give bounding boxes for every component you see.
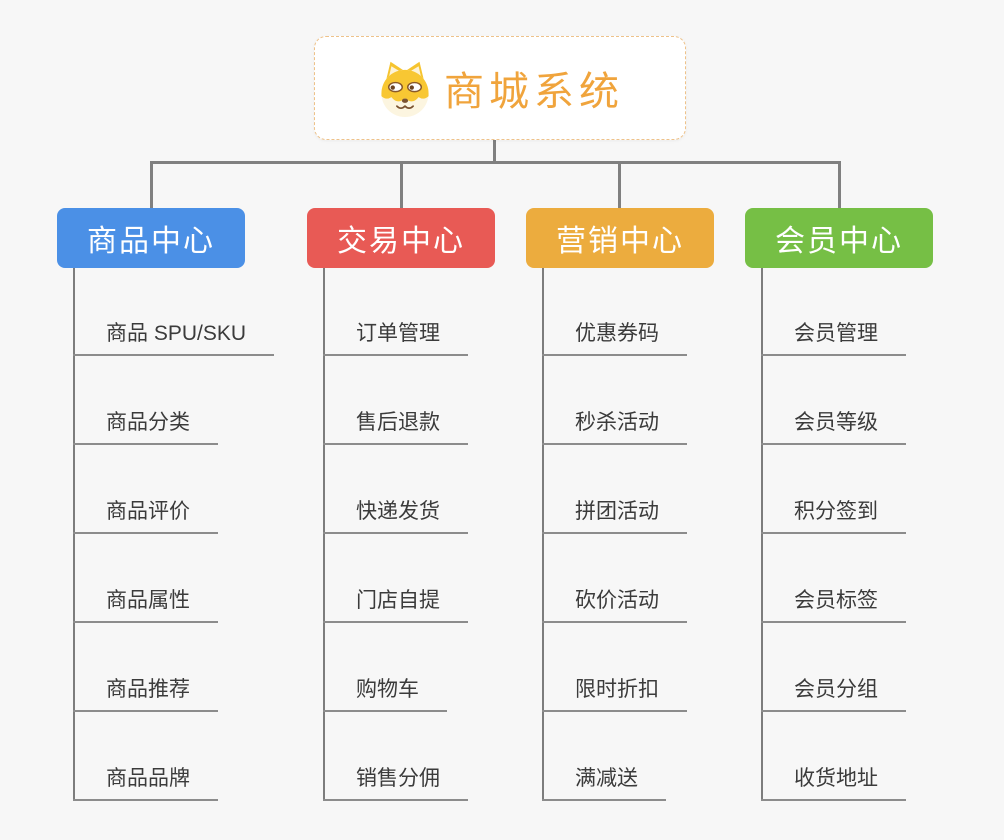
leaf-topic[interactable]: 商品 SPU/SKU [73, 321, 275, 356]
leaf-topic[interactable]: 会员标签 [761, 588, 906, 623]
connector-drop [618, 161, 621, 209]
connector-trunk [73, 268, 75, 801]
branch-trade-center: 交易中心 订单管理 售后退款 快递发货 门店自提 购物车 销售分佣 [307, 208, 495, 801]
leaf-topic[interactable]: 收货地址 [761, 766, 906, 801]
leaf-topic[interactable]: 门店自提 [323, 588, 468, 623]
leaf-topic[interactable]: 快递发货 [323, 499, 468, 534]
leaf-topic[interactable]: 会员分组 [761, 677, 906, 712]
leaf-topic[interactable]: 限时折扣 [542, 677, 687, 712]
branch-children: 商品 SPU/SKU 商品分类 商品评价 商品属性 商品推荐 商品品牌 [73, 321, 275, 801]
branch-member-center: 会员中心 会员管理 会员等级 积分签到 会员标签 会员分组 收货地址 [745, 208, 933, 801]
branch-topic[interactable]: 营销中心 [526, 208, 714, 268]
leaf-topic[interactable]: 秒杀活动 [542, 410, 687, 445]
branch-product-center: 商品中心 商品 SPU/SKU 商品分类 商品评价 商品属性 商品推荐 商品品牌 [57, 208, 275, 801]
leaf-topic[interactable]: 会员等级 [761, 410, 906, 445]
branch-children: 会员管理 会员等级 积分签到 会员标签 会员分组 收货地址 [761, 321, 906, 801]
connector-bus [150, 161, 840, 164]
branch-topic[interactable]: 会员中心 [745, 208, 933, 268]
leaf-topic[interactable]: 会员管理 [761, 321, 906, 356]
branch-topic[interactable]: 交易中心 [307, 208, 495, 268]
connector-trunk [761, 268, 763, 801]
connector-drop [838, 161, 841, 209]
leaf-topic[interactable]: 售后退款 [323, 410, 468, 445]
leaf-topic[interactable]: 拼团活动 [542, 499, 687, 534]
branch-children: 订单管理 售后退款 快递发货 门店自提 购物车 销售分佣 [323, 321, 468, 801]
leaf-topic[interactable]: 商品评价 [73, 499, 218, 534]
shiba-dog-icon [376, 57, 434, 119]
branch-children: 优惠券码 秒杀活动 拼团活动 砍价活动 限时折扣 满减送 [542, 321, 687, 801]
root-topic[interactable]: 商城系统 [314, 36, 686, 140]
leaf-topic[interactable]: 积分签到 [761, 499, 906, 534]
connector-trunk [323, 268, 325, 801]
connector-drop [150, 161, 153, 209]
connector-trunk [542, 268, 544, 801]
branch-marketing-center: 营销中心 优惠券码 秒杀活动 拼团活动 砍价活动 限时折扣 满减送 [526, 208, 714, 801]
leaf-topic[interactable]: 购物车 [323, 677, 447, 712]
leaf-topic[interactable]: 优惠券码 [542, 321, 687, 356]
connector-root-stem [493, 140, 496, 164]
leaf-topic[interactable]: 销售分佣 [323, 766, 468, 801]
leaf-topic[interactable]: 商品推荐 [73, 677, 218, 712]
leaf-topic[interactable]: 满减送 [542, 766, 666, 801]
branch-topic[interactable]: 商品中心 [57, 208, 245, 268]
leaf-topic[interactable]: 砍价活动 [542, 588, 687, 623]
leaf-topic[interactable]: 商品属性 [73, 588, 218, 623]
root-topic-label: 商城系统 [444, 70, 624, 114]
leaf-topic[interactable]: 商品品牌 [73, 766, 218, 801]
leaf-topic[interactable]: 订单管理 [323, 321, 468, 356]
leaf-topic[interactable]: 商品分类 [73, 410, 218, 445]
connector-drop [400, 161, 403, 209]
